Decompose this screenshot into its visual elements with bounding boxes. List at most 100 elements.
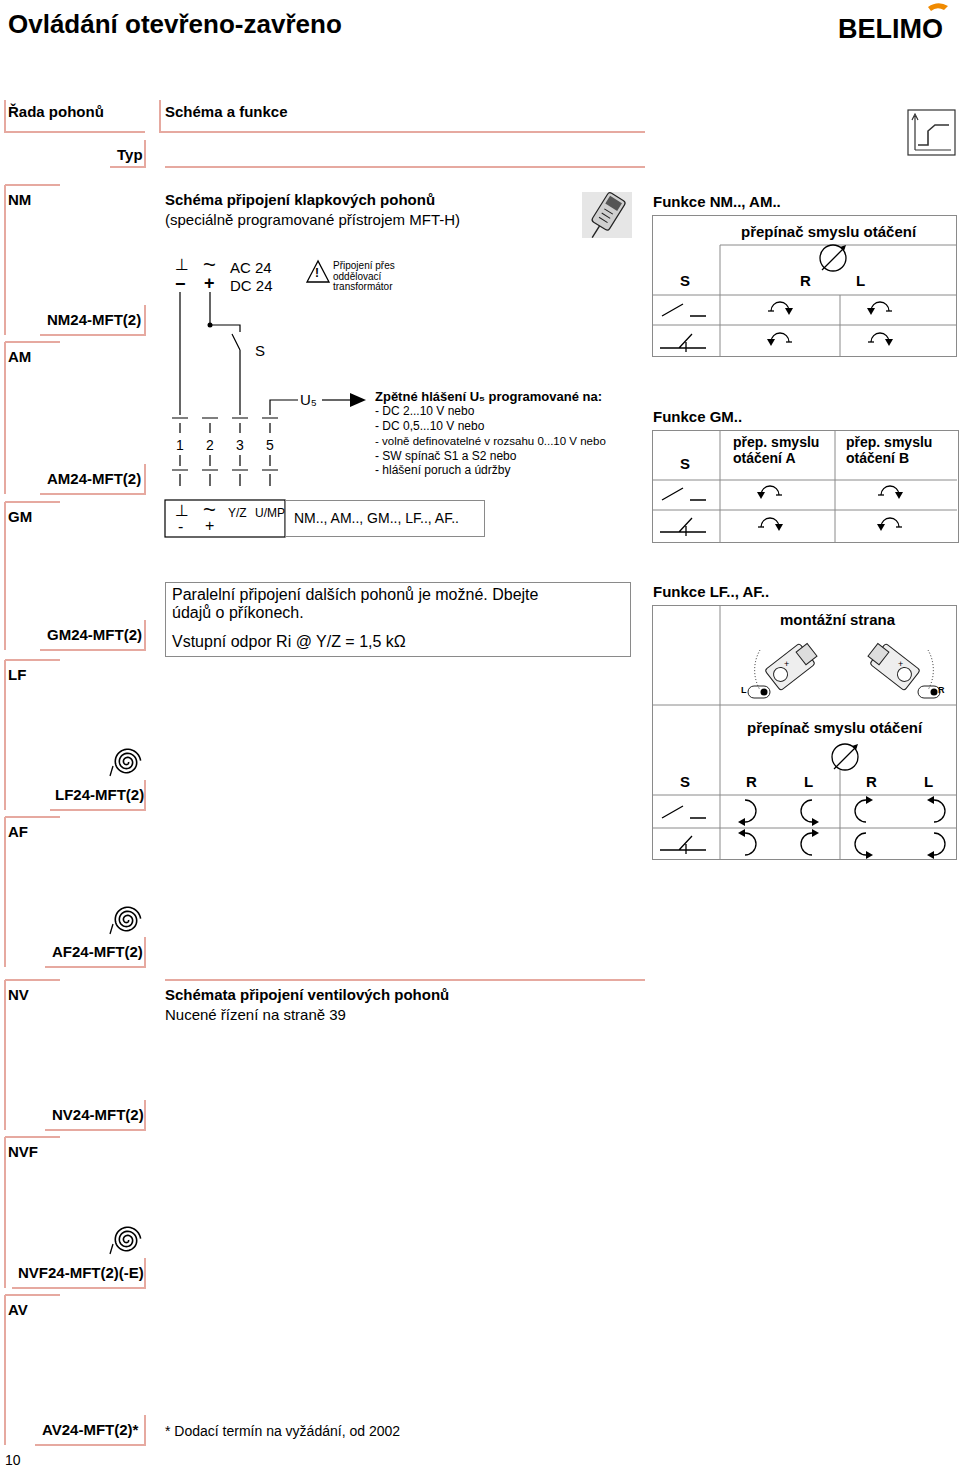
table-cell: R bbox=[746, 773, 757, 790]
terminal-symbol: + bbox=[204, 273, 215, 294]
rotation-arrow bbox=[801, 833, 812, 855]
polarity-mark: + bbox=[898, 659, 903, 669]
table-cell: L bbox=[856, 272, 865, 289]
table-cell: L bbox=[924, 773, 933, 790]
grid-line bbox=[5, 817, 145, 967]
table-heading: Funkce NM.., AM.. bbox=[653, 193, 781, 210]
belimo-mark bbox=[928, 3, 948, 11]
series-code: AF bbox=[8, 823, 28, 840]
box-text: přepínač smyslu otáčení bbox=[741, 223, 916, 240]
type-code: AM24-MFT(2) bbox=[47, 470, 141, 487]
table-grid bbox=[652, 245, 957, 357]
table-cell: S bbox=[680, 455, 690, 472]
rotation-arrow bbox=[867, 302, 892, 315]
grid-line bbox=[165, 166, 645, 168]
table-cell: R bbox=[866, 773, 877, 790]
grid-line bbox=[5, 1295, 145, 1445]
rotation-arrow bbox=[776, 494, 782, 495]
rotation-arrow bbox=[738, 800, 756, 826]
spring-return-symbol bbox=[110, 766, 113, 776]
actuator-illustration bbox=[918, 686, 940, 698]
section-note: Nucené řízení na straně 39 bbox=[165, 1006, 346, 1023]
signal-arrow bbox=[350, 393, 366, 407]
rotation-arrow bbox=[855, 833, 873, 859]
rotation-arrow bbox=[745, 833, 756, 855]
rotation-arrow bbox=[801, 829, 819, 855]
belimo-mark bbox=[928, 3, 948, 11]
signal-name: U₅ bbox=[300, 391, 317, 408]
warning-note: Připojení přes oddělovací transformátor bbox=[333, 261, 407, 293]
box-text: Vstupní odpor Ri @ Y/Z = 1,5 kΩ bbox=[172, 633, 406, 651]
rotation-arrow bbox=[896, 526, 902, 527]
mft-h-device bbox=[582, 192, 632, 238]
wiring bbox=[172, 469, 278, 470]
rotation-arrow bbox=[757, 492, 765, 499]
rotation-arrow bbox=[812, 818, 819, 826]
type-code: AV24-MFT(2)* bbox=[42, 1421, 138, 1438]
terminal-symbol: − bbox=[175, 274, 186, 295]
grid-line bbox=[5, 185, 145, 335]
rotation-arrow bbox=[757, 486, 782, 499]
actuator-illustration bbox=[755, 650, 760, 690]
terminal-name: Y/Z bbox=[228, 507, 247, 521]
direction-switch bbox=[820, 245, 846, 271]
rotation-arrow bbox=[801, 800, 812, 822]
wiring bbox=[172, 417, 278, 418]
terminal-symbol: + bbox=[205, 517, 214, 535]
page-title: Ovládání otevřeno-zavřeno bbox=[8, 10, 342, 40]
supply-voltage: DC 24 bbox=[230, 277, 273, 294]
rotation-arrow bbox=[738, 818, 745, 826]
series-code: AM bbox=[8, 348, 31, 365]
rotation-arrow bbox=[758, 526, 764, 527]
series-code: GM bbox=[8, 508, 32, 525]
rotation-arrow bbox=[867, 308, 875, 315]
spring-return-symbol bbox=[115, 907, 140, 930]
direction-switch-head bbox=[840, 245, 846, 251]
actuator-illustration bbox=[796, 643, 817, 664]
feedback-option: - volně definovatelné v rozsahu 0...10 V… bbox=[375, 435, 606, 448]
mft-h-device bbox=[561, 170, 652, 261]
grid-line bbox=[165, 979, 645, 981]
column-heading: Řada pohonů bbox=[8, 103, 104, 120]
switch-symbol bbox=[662, 806, 706, 818]
rotation-arrow bbox=[738, 829, 756, 855]
rotation-arrow bbox=[767, 339, 775, 346]
rotation-arrow bbox=[877, 518, 902, 531]
mft-h-device bbox=[605, 196, 622, 211]
wiring bbox=[180, 292, 298, 415]
switch-symbol bbox=[660, 836, 706, 854]
table-cell: S bbox=[680, 272, 690, 289]
feedback-option: - DC 0,5...10 V nebo bbox=[375, 420, 484, 434]
box-text: přepínač smyslu otáčení bbox=[747, 719, 922, 736]
series-code: LF bbox=[8, 666, 26, 683]
feedback-heading: Zpětné hlášení U₅ programované na: bbox=[375, 390, 602, 405]
switch-symbol bbox=[662, 304, 706, 316]
rotation-arrow bbox=[768, 310, 774, 311]
rotation-arrow bbox=[878, 486, 903, 499]
warning-mark: ! bbox=[315, 267, 319, 281]
spring-return-symbol bbox=[110, 924, 113, 934]
spring-return-symbol bbox=[115, 1227, 140, 1250]
grid-line bbox=[5, 342, 145, 494]
wiring bbox=[180, 423, 270, 433]
note-box: Paralelní připojení dalších pohonů je mo… bbox=[165, 582, 631, 657]
type-code: AF24-MFT(2) bbox=[52, 943, 143, 960]
grid-line bbox=[110, 140, 145, 167]
indicator-dot bbox=[761, 689, 768, 696]
rotation-arrow bbox=[745, 800, 756, 822]
direction-switch-head bbox=[840, 245, 858, 750]
grid-line bbox=[5, 502, 145, 650]
mft-h-device bbox=[592, 226, 599, 238]
wiring bbox=[180, 455, 270, 466]
rotation-arrow bbox=[886, 310, 892, 311]
rotation-arrow bbox=[855, 800, 866, 822]
box-text: přep. smyslu otáčení A bbox=[733, 434, 841, 466]
section-heading: Schéma připojení klapkových pohonů bbox=[165, 191, 435, 208]
table-grid bbox=[652, 605, 957, 860]
rotation-arrow bbox=[885, 339, 893, 346]
series-code: NM bbox=[8, 191, 31, 208]
rotation-arrow bbox=[786, 341, 792, 342]
rotation-arrow bbox=[927, 796, 934, 804]
section-note: (speciálně programované přístrojem MFT-H… bbox=[165, 211, 460, 228]
